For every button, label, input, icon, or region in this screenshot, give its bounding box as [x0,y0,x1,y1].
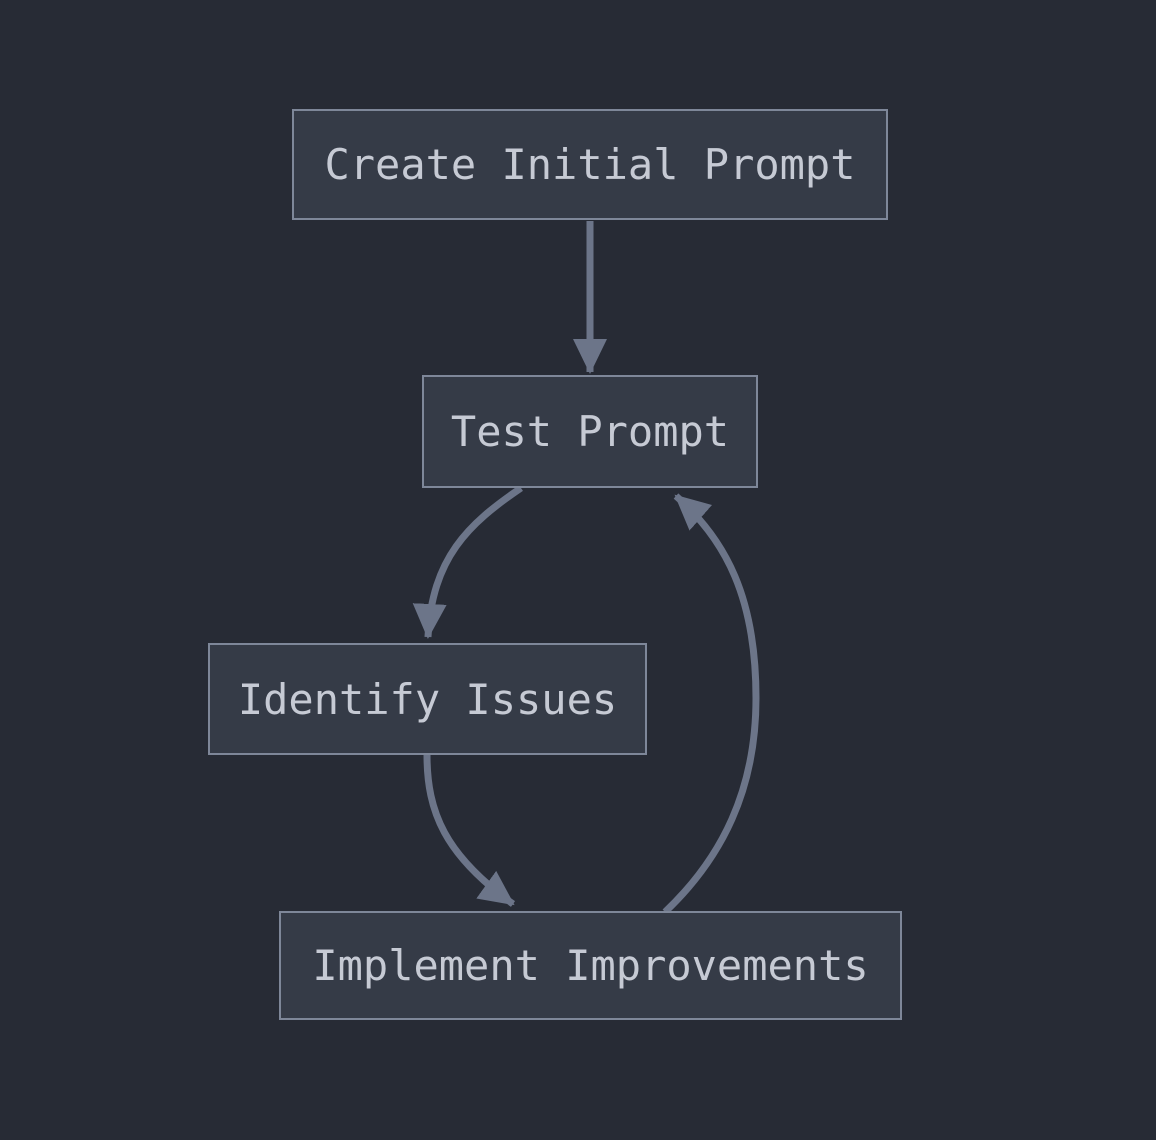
edge-identify-to-implement [423,754,516,907]
node-label: Identify Issues [237,674,618,724]
edge-implement-to-test [662,493,760,915]
node-identify-issues: Identify Issues [208,643,647,755]
node-test-prompt: Test Prompt [422,375,758,488]
node-create-initial-prompt: Create Initial Prompt [292,109,888,220]
node-implement-improvements: Implement Improvements [279,911,902,1020]
node-label: Test Prompt [450,407,730,456]
edge-test-to-identify [412,485,523,639]
node-label: Implement Improvements [312,941,869,990]
node-label: Create Initial Prompt [324,140,856,189]
